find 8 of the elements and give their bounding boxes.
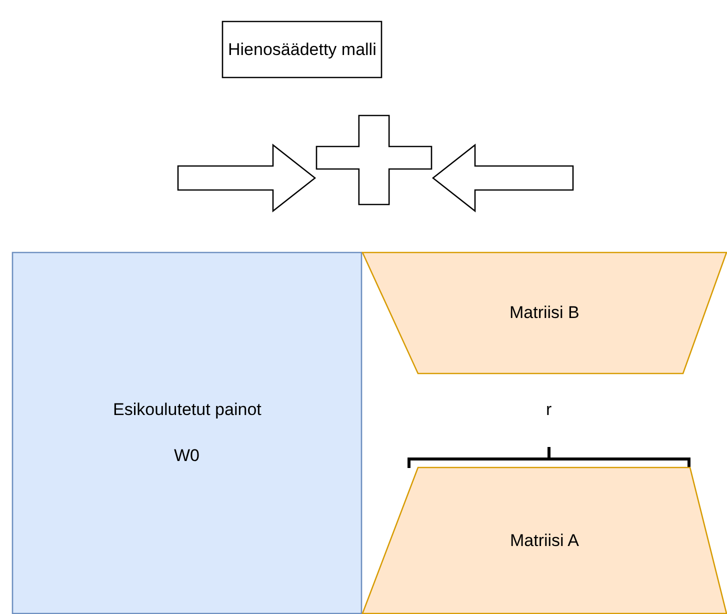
node-label: Esikoulutetut painot [113,400,262,420]
node-label: Hienosäädetty malli [228,40,376,60]
node-label: Matriisi A [510,530,579,550]
block-arrow [177,144,316,212]
node-label: Matriisi B [510,303,580,323]
rank-label: r [546,400,552,420]
block-arrow [432,144,574,212]
weight-symbol: W0 [174,446,200,466]
